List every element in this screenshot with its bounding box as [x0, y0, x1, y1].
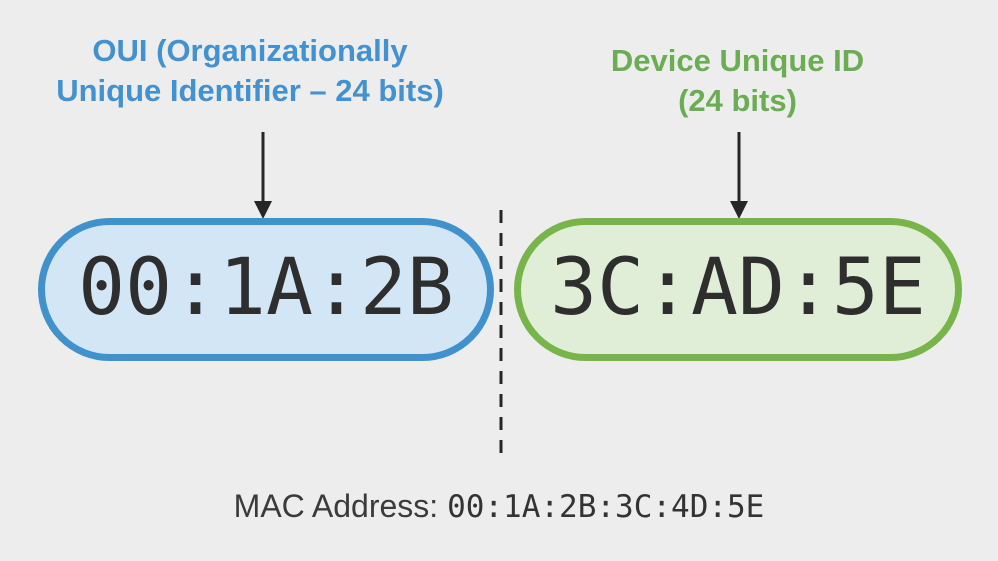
mac-address-caption-label: MAC Address:: [233, 488, 439, 524]
oui-arrow-down-icon: [254, 132, 272, 219]
device-label: Device Unique ID (24 bits): [515, 41, 960, 121]
mac-address-caption-value: 00:1A:2B:3C:4D:5E: [447, 489, 765, 525]
divider-dashed-line: [499, 210, 503, 456]
device-arrow-down-icon: [730, 132, 748, 219]
device-pill: 3C:AD:5E: [514, 218, 962, 361]
device-value: 3C:AD:5E: [550, 242, 926, 333]
oui-pill: 00:1A:2B: [38, 218, 494, 361]
oui-label-line1: OUI (Organizationally: [92, 33, 408, 68]
device-label-line2: (24 bits): [678, 83, 797, 118]
device-label-line1: Device Unique ID: [610, 43, 865, 78]
oui-value: 00:1A:2B: [78, 242, 454, 333]
oui-label-line2: Unique Identifier – 24 bits): [56, 73, 444, 108]
oui-label: OUI (Organizationally Unique Identifier …: [5, 31, 495, 111]
mac-address-caption: MAC Address: 00:1A:2B:3C:4D:5E: [0, 488, 998, 525]
